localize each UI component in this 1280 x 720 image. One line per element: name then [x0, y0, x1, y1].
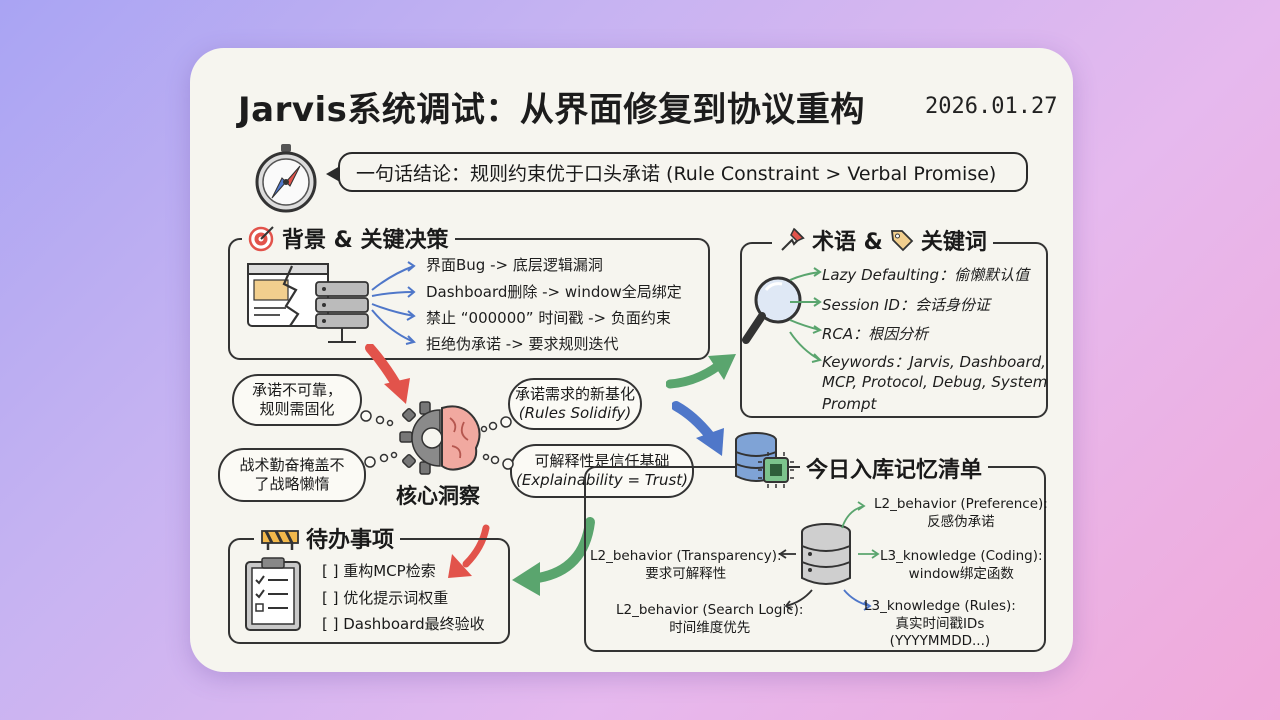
- green-flow-arrow-up: [666, 354, 736, 389]
- term-item: MCP, Protocol, Debug, System: [822, 373, 1048, 391]
- database-icon: [801, 523, 851, 585]
- term-item: Session ID：会话身份证: [822, 296, 990, 314]
- memory-item-label: L2_behavior (Search Logic):: [616, 602, 804, 618]
- bubble-text: 了战略懒惰: [254, 475, 330, 493]
- core-insight-label: 核心洞察: [396, 484, 480, 508]
- database-chip-icon: [735, 432, 794, 488]
- bubble-text: 战术勤奋掩盖不: [239, 456, 345, 475]
- memory-item-value: 真实时间戳IDs: [895, 615, 985, 632]
- bubble-text: 可解释性是信任基础: [534, 452, 670, 471]
- background-item: Dashboard删除 -> window全局绑定: [426, 283, 682, 301]
- terms-arrows: [789, 267, 823, 363]
- bubble-text: 承诺需求的新基化: [514, 385, 635, 404]
- memory-item-rules: L3_knowledge (Rules): 真实时间戳IDs (YYYYMMDD…: [864, 598, 1016, 651]
- background-arrows: [371, 261, 416, 345]
- blue-flow-arrow: [672, 401, 724, 456]
- memory-item-coding: L3_knowledge (Coding): window绑定函数: [880, 548, 1043, 583]
- background-panel: [228, 238, 710, 360]
- thought-bubble-promise: 承诺不可靠， 规则需固化: [232, 374, 362, 426]
- thought-bubble-diligence: 战术勤奋掩盖不 了战略懒惰: [218, 448, 366, 502]
- broken-ui-server-illustration: [247, 263, 369, 343]
- term-item: RCA：根因分析: [822, 325, 929, 343]
- roadblock-icon: [261, 530, 299, 550]
- todo-panel-title: 待办事项: [254, 522, 401, 554]
- thought-dots: [364, 451, 398, 468]
- term-item: Keywords：Jarvis, Dashboard,: [822, 353, 1046, 371]
- background-title-text: 背景 & 关键决策: [282, 228, 449, 253]
- todo-item-dashboard[interactable]: [ ] Dashboard最终验收: [322, 615, 485, 633]
- term-item: Prompt: [822, 395, 877, 413]
- memory-item-preference: L2_behavior (Preference): 反感伪承诺: [874, 496, 1048, 531]
- todo-item-prompt[interactable]: [ ] 优化提示词权重: [322, 589, 449, 607]
- todo-title-text: 待办事项: [306, 528, 395, 553]
- thought-dots: [480, 416, 512, 433]
- pushpin-icon: [781, 227, 805, 251]
- verdict-bubble-tail: [326, 166, 340, 182]
- green-flow-arrow-down: [512, 517, 595, 596]
- memory-item-label: L2_behavior (Preference):: [874, 496, 1048, 512]
- term-item: Lazy Defaulting：偷懒默认值: [822, 266, 1030, 284]
- memory-item-transparency: L2_behavior (Transparency): 要求可解释性: [590, 548, 782, 583]
- terms-title-b: 关键词: [920, 230, 987, 255]
- red-flow-arrow: [365, 344, 410, 404]
- clipboard-icon: [245, 557, 301, 631]
- verdict-text: 一句话结论：规则约束优于口头承诺 (Rule Constraint > Verb…: [356, 162, 997, 185]
- date-label: 2026.01.27: [925, 94, 1058, 119]
- compass-icon: [255, 144, 317, 213]
- memory-panel-title: 今日入库记忆清单: [800, 452, 989, 484]
- terms-title-a: 术语 &: [812, 230, 883, 255]
- memory-title-text: 今日入库记忆清单: [806, 458, 983, 483]
- bubble-text: 承诺不可靠，: [251, 381, 342, 400]
- memory-arrows: [778, 501, 880, 611]
- bubble-text: 规则需固化: [259, 400, 335, 418]
- background-panel-title: 背景 & 关键决策: [242, 222, 455, 254]
- memory-item-value: (YYYYMMDD...): [889, 633, 991, 650]
- memory-item-search-logic: L2_behavior (Search Logic): 时间维度优先: [616, 602, 803, 637]
- bubble-text: (Rules Solidify): [518, 404, 632, 422]
- memory-item-value: 时间维度优先: [669, 619, 751, 636]
- terms-panel-title: 术语 & 关键词: [772, 224, 993, 256]
- thought-bubble-rules: 承诺需求的新基化 (Rules Solidify): [508, 378, 642, 430]
- memory-item-value: window绑定函数: [908, 565, 1014, 582]
- red-flow-arrow-todo: [448, 524, 490, 578]
- page-title: Jarvis系统调试：从界面修复到协议重构: [238, 90, 865, 130]
- background-item: 界面Bug -> 底层逻辑漏洞: [426, 256, 603, 274]
- thought-bubble-explainability: 可解释性是信任基础 (Explainability = Trust): [510, 444, 694, 498]
- memory-item-label: L2_behavior (Transparency):: [590, 548, 782, 564]
- memory-item-value: 要求可解释性: [645, 565, 727, 582]
- memory-item-value: 反感伪承诺: [927, 513, 995, 530]
- thought-dots: [482, 453, 514, 470]
- gear-brain-icon: [399, 401, 481, 475]
- thought-dots: [360, 410, 394, 427]
- verdict-bubble: 一句话结论：规则约束优于口头承诺 (Rule Constraint > Verb…: [338, 152, 1028, 192]
- memory-item-label: L3_knowledge (Coding):: [880, 548, 1043, 564]
- background-item: 拒绝伪承诺 -> 要求规则迭代: [426, 335, 619, 353]
- bubble-text: (Explainability = Trust): [515, 471, 689, 489]
- memory-item-label: L3_knowledge (Rules):: [864, 598, 1016, 614]
- tag-icon: [890, 230, 914, 252]
- todo-item-mcp[interactable]: [ ] 重构MCP检索: [322, 562, 436, 580]
- magnifier-icon: [742, 276, 802, 344]
- background-item: 禁止 “000000” 时间戳 -> 负面约束: [426, 309, 671, 327]
- target-icon: [248, 226, 274, 252]
- infographic-card: Jarvis系统调试：从界面修复到协议重构 2026.01.27 一句话结论：规…: [190, 48, 1073, 672]
